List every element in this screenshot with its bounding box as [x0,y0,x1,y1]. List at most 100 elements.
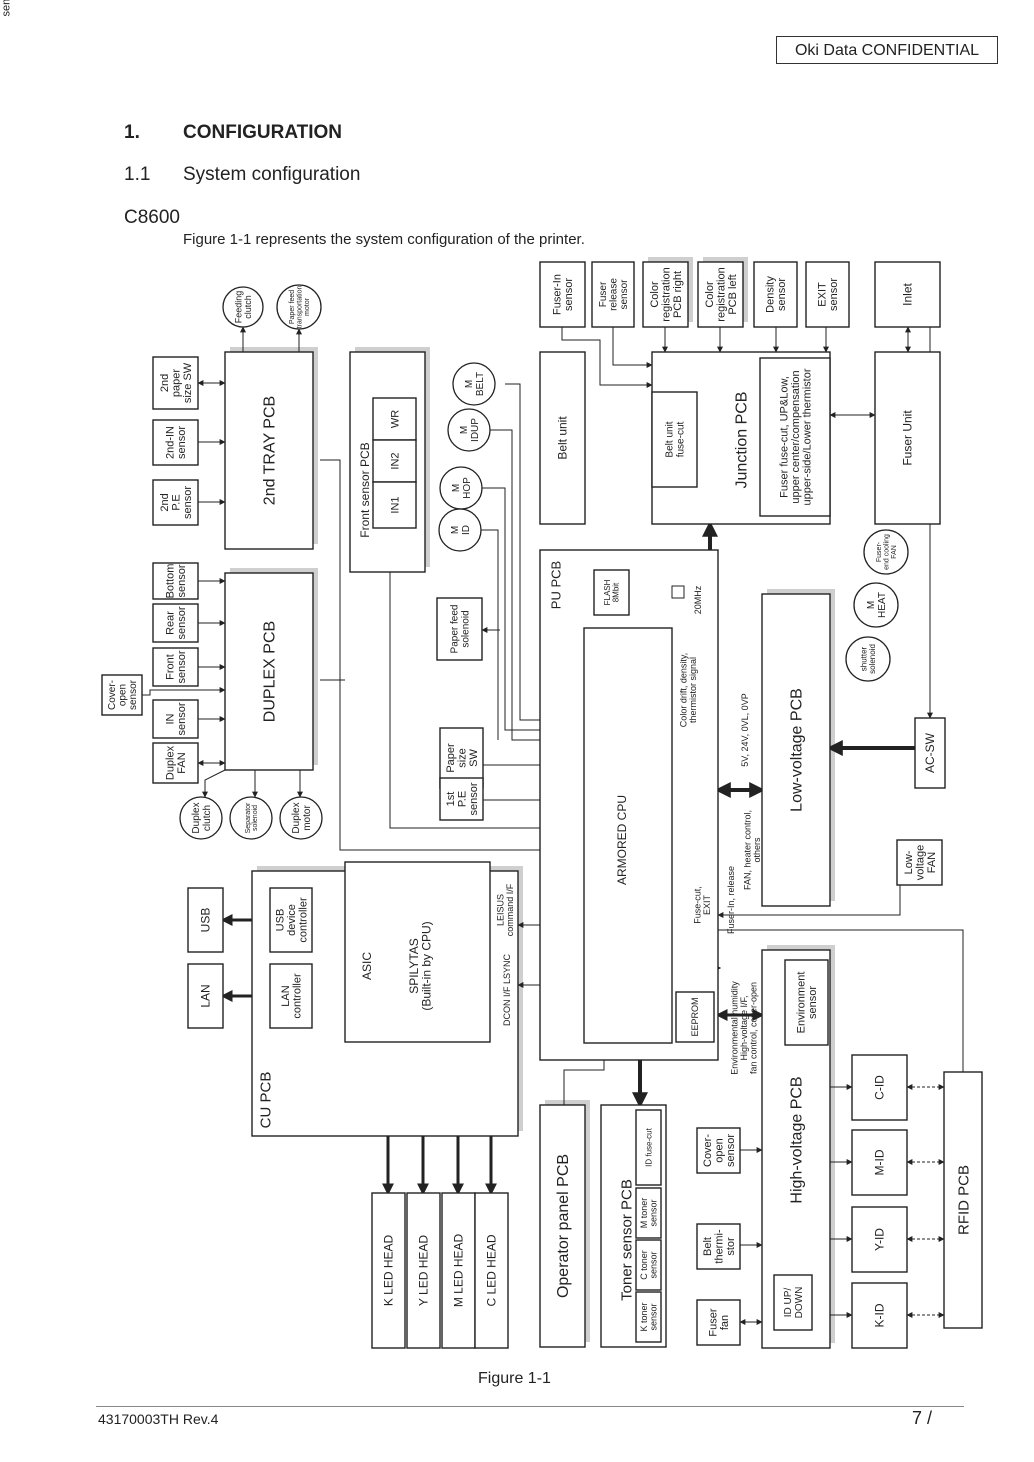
low-voltage-pcb-label: Low-voltage PCB [789,688,806,812]
color-reg-right-box [642,261,689,328]
connector [718,929,964,1072]
k-id-box [851,1282,908,1349]
wr-box [372,397,417,441]
rfid-pcb-box [943,1071,983,1329]
connector [717,885,901,918]
separator-solenoid-circle [229,796,273,840]
in1-label: IN1 [389,496,401,513]
document-id: 43170003TH Rev.4 [98,1411,219,1427]
bottom-sensor-box [152,562,199,600]
tray2-pcb-label: 2nd TRAY PCB [262,396,279,505]
connector [202,769,226,798]
fuser-unit-label: Fuser Unit [901,410,915,466]
exit-sensor-box [805,261,850,328]
belt-thermistor-box [696,1223,741,1270]
inlet-box [874,261,941,328]
inlet-label: Inlet [901,282,915,305]
sig-fan-label: FAN, heater control,others [742,810,762,890]
duplex-motor-label: Duplexmotor [291,802,313,833]
pe-sensor-1st-box [439,777,484,821]
y-toner-label: Y tonersensor [0,0,13,18]
m-id-chip-box [851,1129,908,1196]
in1-box [372,481,417,529]
cover-open-sensor-2-label: Cover-opensensor [702,1134,737,1167]
bottom-sensor-label: Bottomsensor [165,564,189,599]
junction-pcb-label: Junction PCB [734,392,751,489]
m-belt-label: MBELT [464,372,486,396]
cover-open-sensor-1-box [101,674,143,716]
fuser-end-fan-circle [863,529,909,575]
in2-label: IN2 [389,452,401,469]
shutter-solenoid-circle [845,636,891,682]
sig-power-label: 5V, 24V, 0VL, 0VP [740,693,750,766]
section-number: 1. [124,122,140,143]
id-updown-label: ID UP/DOWN [783,1287,805,1319]
pe-sensor-1st-label: 1stP.Esensor [445,782,480,815]
tray2-size-sw-label: 2ndpapersize SW [159,362,194,403]
id-fuse-cut-box [635,1109,662,1186]
in-sensor-box [152,699,199,739]
separator-solenoid-label: Separatorsolenoid [245,802,259,833]
page-number: 7 / [912,1408,933,1428]
k-led-box [371,1192,406,1349]
paper-feed-solenoid-label: Paper feedsolenoid [450,605,472,654]
junction-fuse-label: Fuser fuse-cut, UP&Low,upper center/comp… [778,368,813,505]
belt-unit-label: Belt unit [556,416,570,460]
leisus-label: LEISUScommand I/F [495,883,515,936]
color-reg-left-label: ColorregistrationPCB left [704,267,739,321]
fuser-release-sensor-box [591,261,635,328]
exit-sensor-label: EXITsensor [817,278,841,311]
color-reg-right-label: ColorregistrationPCB right [649,267,684,321]
dcon-label: DCON I/F LSYNC [502,953,512,1026]
duplex-clutch-circle [179,796,223,840]
tray2-in-sensor-box [152,419,199,466]
connector [561,327,653,388]
tray2-size-sw-box [152,356,199,410]
connector [389,528,585,831]
confidential-label: Oki Data CONFIDENTIAL [776,36,998,64]
m-idup-label: MIDUP [459,418,481,442]
duplex-fan-label: DuplexFAN [165,745,189,780]
paper-feed-motor-label: Paper feedtransportationmotor [289,285,311,328]
asic-box [344,861,491,1043]
m-id-chip-label: M-ID [873,1149,887,1175]
m-toner-box [635,1187,662,1239]
c-toner-label: C tonersensor [639,1250,659,1280]
front-sensor-label: Frontsensor [165,650,189,683]
cpu-box [583,627,673,1044]
duplex-clutch-label: Duplexclutch [191,802,213,833]
sig-color-label: Color drift, density,thermistor signal [678,653,698,727]
connector [320,459,585,853]
spilytas-label: SPILYTAS(Built-in by CPU) [407,921,434,1010]
eeprom-label: EEPROM [690,997,700,1036]
operator-panel-label: Operator panel PCB [555,1154,572,1298]
y-led-label: Y LED HEAD [417,1235,431,1306]
figure-caption: Figure 1-1 [478,1370,551,1387]
feeding-clutch-circle [222,286,264,328]
m-toner-label: M tonersensor [639,1198,659,1229]
m-belt-circle [452,362,496,406]
connector [481,529,499,740]
tray2-pe-sensor-label: 2ndP.Esensor [159,486,194,519]
m-hop-label: MHOP [451,477,473,499]
model-name: C8600 [124,207,180,228]
tray2-pcb-box [224,351,314,550]
paper-feed-motor-circle [276,284,322,330]
paper-size-sw-label: PapersizeSW [445,743,480,773]
sig-fuse-exit-label: Fuse-cut,EXIT [692,886,712,924]
low-voltage-pcb-box [761,593,831,907]
eeprom-box [675,991,715,1043]
belt-unit-fuse-box [651,391,698,488]
subsection-title: System configuration [183,164,361,185]
y-id-box [851,1206,908,1273]
tray2-in-sensor-label: 2nd-INsensor [165,426,189,459]
tray2-pe-sensor-box [152,479,199,526]
connector [612,327,653,368]
id-fuse-cut-label: ID fuse-cut [644,1127,653,1166]
cpu-label: ARMORED CPU [615,795,629,885]
rear-sensor-box [152,603,199,643]
c-led-box [474,1192,509,1349]
usb-label: USB [199,908,213,933]
in-sensor-label: INsensor [165,702,189,735]
